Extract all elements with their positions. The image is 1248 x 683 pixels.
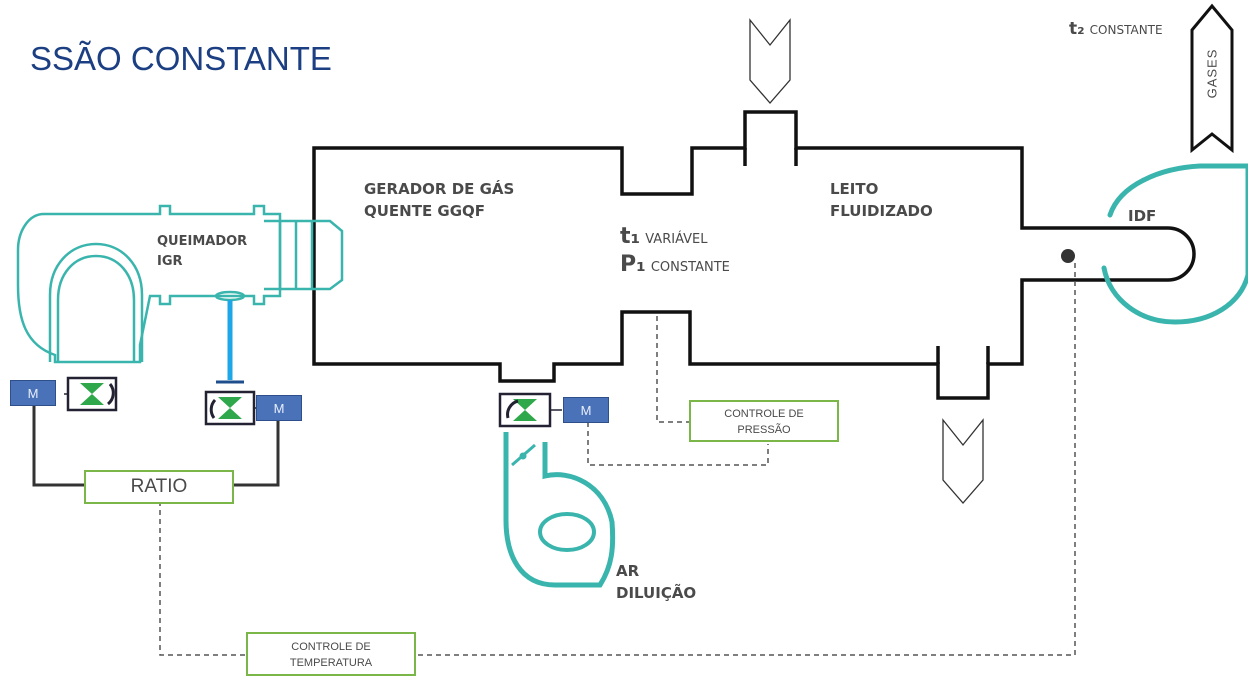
p1-text: CONSTANTE	[650, 260, 730, 275]
idf-label: IDF	[1128, 207, 1157, 225]
ar-diluicao-label: AR DILUIÇÃO	[616, 560, 696, 604]
damper-2-icon	[204, 390, 258, 426]
inlet-arrow-icon	[749, 18, 791, 104]
queimador-label-line2: IGR	[157, 254, 183, 269]
gerador-label: GERADOR DE GÁS QUENTE GGQF	[364, 178, 514, 222]
leito-label: LEITO FLUIDIZADO	[830, 178, 933, 222]
leito-label-line2: FLUIDIZADO	[830, 202, 933, 220]
t1-text: VARIÁVEL	[645, 232, 708, 247]
ar-label-line2: DILUIÇÃO	[616, 584, 697, 602]
ratio-wiring	[32, 406, 280, 487]
damper-3-icon	[498, 392, 562, 428]
gerador-label-line1: GERADOR DE GÁS	[364, 180, 515, 198]
p1-indicator: P₁ CONSTANTE	[620, 252, 730, 277]
idf-fan-icon	[1101, 163, 1248, 325]
t2-symbol: t₂	[1069, 19, 1085, 39]
leito-label-line1: LEITO	[830, 180, 879, 198]
ar-label-line1: AR	[616, 562, 640, 580]
motor-3[interactable]: M	[563, 397, 609, 423]
temperature-sensor-icon	[1061, 249, 1075, 263]
pressure-control-line1: CONTROLE DE	[724, 408, 804, 420]
temperature-control[interactable]: CONTROLE DE TEMPERATURA	[246, 632, 416, 676]
temperature-control-line2: TEMPERATURA	[289, 657, 373, 669]
gases-label: GASES	[1204, 48, 1220, 99]
t1-indicator: t₁ VARIÁVEL	[620, 224, 707, 249]
main-duct	[312, 110, 1196, 400]
queimador-burner-icon	[16, 204, 344, 364]
motor-1[interactable]: M	[10, 380, 56, 406]
outlet-arrow-icon	[942, 418, 984, 504]
p1-symbol: P₁	[620, 252, 646, 277]
ratio-control[interactable]: RATIO	[84, 470, 234, 504]
page-title: SSÃO CONSTANTE	[30, 40, 332, 77]
signal-lines	[159, 263, 1076, 656]
ar-diluicao-fan-icon	[503, 432, 616, 588]
damper-1-icon	[64, 376, 118, 412]
queimador-label-line1: QUEIMADOR	[157, 234, 248, 249]
queimador-label: QUEIMADOR IGR	[157, 232, 247, 272]
gerador-label-line2: QUENTE GGQF	[364, 202, 486, 220]
t1-symbol: t₁	[620, 224, 641, 249]
pressure-control-line2: PRESSÃO	[737, 424, 791, 436]
t2-text: CONSTANTE	[1089, 23, 1163, 37]
temperature-control-line1: CONTROLE DE	[291, 641, 371, 653]
motor-2[interactable]: M	[256, 395, 302, 421]
t2-indicator: t₂ CONSTANTE	[1069, 18, 1163, 40]
pressure-control[interactable]: CONTROLE DE PRESSÃO	[689, 400, 839, 442]
gases-stack-icon	[1190, 3, 1234, 154]
